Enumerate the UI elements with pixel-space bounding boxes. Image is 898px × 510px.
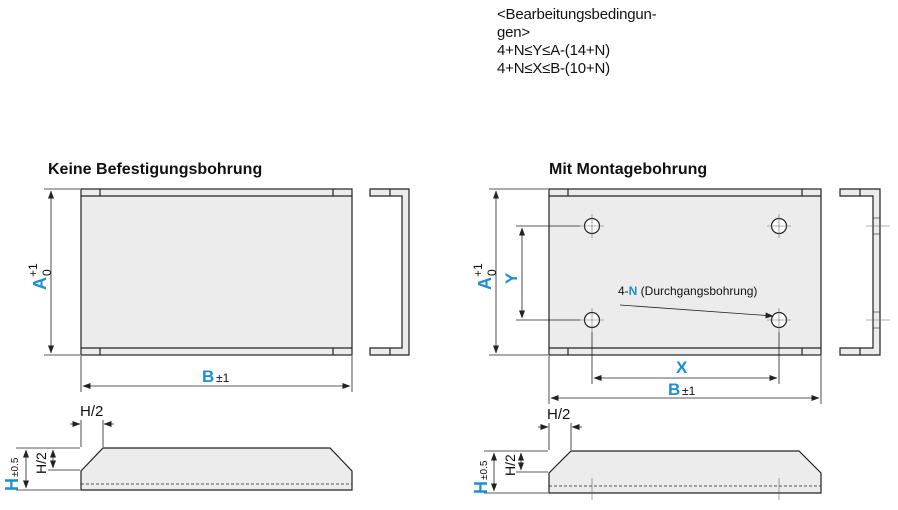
right-dim-half-h-side-label: H/2 [502, 454, 518, 476]
left-dim-b-label: B [202, 367, 214, 386]
left-dim-a-tol-lower: 0 [40, 269, 54, 276]
condition-line-3: 4+N≤Y≤A-(14+N) [497, 42, 610, 59]
left-dim-a [44, 188, 80, 356]
right-dim-a-label: A [475, 277, 495, 290]
left-dim-a-label: A [30, 277, 50, 290]
left-side-profile [369, 188, 410, 356]
left-view-title: Keine Befestigungsbohrung [48, 161, 262, 178]
right-dim-x [591, 332, 780, 384]
left-front-profile [80, 447, 353, 491]
right-dim-half-h-top-label: H/2 [547, 406, 570, 423]
left-dim-half-h-top [70, 420, 114, 447]
left-dim-h-label: H [2, 478, 22, 491]
left-dim-h [16, 447, 80, 491]
condition-line-1: <Bearbeitungsbedingun- [497, 6, 657, 23]
right-dim-b [548, 356, 822, 404]
hole-centerlines [580, 214, 791, 332]
left-view: Keine Befestigungsbohrung A +1 0 [2, 161, 410, 491]
left-dim-a-tol-upper: +1 [26, 263, 40, 277]
left-dim-b-tol: ±1 [216, 371, 230, 385]
right-dim-b-tol: ±1 [682, 384, 696, 398]
right-dim-a-tol-upper: +1 [471, 263, 485, 277]
right-dim-half-h-top [538, 423, 582, 450]
right-plate-top-view [548, 188, 822, 356]
right-dim-h-label: H [471, 481, 491, 494]
left-dim-half-h-top-label: H/2 [80, 403, 103, 420]
left-plate-top-view [80, 188, 353, 356]
hole-callout-n: N [629, 284, 638, 298]
right-dim-b-label: B [668, 380, 680, 399]
left-dim-b [80, 356, 353, 392]
left-dim-h-tol: ±0.5 [10, 457, 21, 477]
right-dim-a-tol-lower: 0 [485, 269, 499, 276]
hole-callout-desc: (Durchgangsbohrung) [637, 284, 757, 298]
hole-callout: 4-N (Durchgangsbohrung) [618, 284, 757, 298]
right-dim-h [484, 450, 548, 494]
right-view: Mit Montagebohrung [471, 161, 890, 500]
hole-callout-leader [619, 304, 774, 319]
right-dim-h-tol: ±0.5 [479, 460, 490, 480]
machining-conditions: <Bearbeitungsbedingun- gen> 4+N≤Y≤A-(14+… [497, 6, 657, 78]
right-front-profile [548, 450, 822, 500]
condition-line-4: 4+N≤X≤B-(10+N) [497, 60, 610, 77]
right-dim-x-label: X [676, 358, 688, 377]
hole-callout-prefix: 4- [618, 284, 629, 298]
right-dim-a [489, 188, 548, 356]
right-dim-y [516, 225, 580, 321]
right-view-title: Mit Montagebohrung [549, 161, 707, 178]
right-dim-y-label: Y [502, 272, 521, 284]
condition-line-2: gen> [497, 24, 530, 41]
right-side-profile [839, 188, 890, 356]
left-dim-half-h-side-label: H/2 [33, 452, 49, 474]
